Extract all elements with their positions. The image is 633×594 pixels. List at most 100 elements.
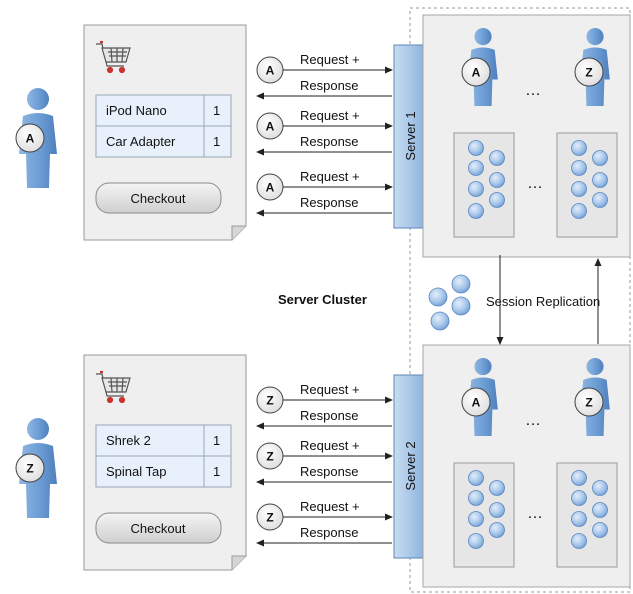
person-head bbox=[27, 418, 49, 440]
item-qty-cell bbox=[203, 455, 232, 488]
session-dot-icon bbox=[571, 160, 587, 176]
shopping-cart-icon bbox=[96, 40, 131, 74]
request-label: Request + bbox=[300, 499, 360, 514]
session-dot-icon bbox=[468, 533, 484, 549]
session-dot-icon bbox=[571, 203, 587, 219]
session-data-box bbox=[556, 132, 618, 238]
request-label: Request + bbox=[300, 438, 360, 453]
user-badge: A bbox=[461, 387, 491, 417]
session-dot-icon bbox=[468, 470, 484, 486]
item-qty-cell bbox=[203, 424, 232, 457]
badge-circle bbox=[15, 123, 45, 153]
session-dot-icon bbox=[592, 522, 608, 538]
session-dots bbox=[468, 140, 505, 219]
checkout-label: Checkout bbox=[131, 191, 186, 206]
badge-letter: A bbox=[266, 180, 275, 194]
cart-basket bbox=[101, 377, 131, 393]
server-label: Server 2 bbox=[403, 441, 418, 490]
cart-wheel bbox=[118, 66, 126, 74]
item-name: Car Adapter bbox=[106, 134, 176, 149]
ellipsis: … bbox=[525, 82, 541, 99]
cart-panel-fold bbox=[231, 555, 246, 570]
cart-grid bbox=[108, 377, 127, 393]
item-name: Spinal Tap bbox=[106, 464, 166, 479]
user-badge: Z bbox=[574, 57, 604, 87]
session-dot-icon bbox=[451, 296, 471, 316]
badge-circle bbox=[574, 387, 604, 417]
item-name-cell bbox=[95, 125, 205, 158]
session-dot-icon bbox=[592, 150, 608, 166]
session-dot-icon bbox=[430, 311, 450, 331]
response-label: Response bbox=[300, 408, 359, 423]
request-label: Request + bbox=[300, 52, 360, 67]
user-badge: A bbox=[256, 112, 284, 140]
session-dots bbox=[571, 140, 608, 219]
session-dot-icon bbox=[592, 192, 608, 208]
user-badge: Z bbox=[256, 503, 284, 531]
badge-circle bbox=[461, 387, 491, 417]
checkout-button-shape bbox=[95, 182, 222, 214]
item-name: iPod Nano bbox=[106, 103, 167, 118]
user-badge: Z bbox=[574, 387, 604, 417]
cart-wheel bbox=[106, 66, 114, 74]
session-dots bbox=[571, 470, 608, 549]
item-qty-cell bbox=[203, 125, 232, 158]
session-dot-icon bbox=[451, 274, 471, 294]
user-badge: A bbox=[256, 56, 284, 84]
session-dot-icon bbox=[571, 511, 587, 527]
replication-session-dots bbox=[428, 274, 471, 331]
badge-letter: A bbox=[26, 131, 35, 145]
session-dot-icon bbox=[592, 502, 608, 518]
session-dot-icon bbox=[468, 203, 484, 219]
item-quantity: 1 bbox=[213, 103, 220, 118]
session-dot-icon bbox=[489, 522, 505, 538]
user-badge: A bbox=[461, 57, 491, 87]
request-label: Request + bbox=[300, 169, 360, 184]
item-quantity: 1 bbox=[213, 464, 220, 479]
session-dots bbox=[468, 470, 505, 549]
person-head bbox=[27, 88, 49, 110]
item-name-cell bbox=[95, 424, 205, 457]
session-dot-icon bbox=[592, 480, 608, 496]
cart-grid bbox=[108, 47, 127, 63]
request-label: Request + bbox=[300, 382, 360, 397]
cluster-boundary bbox=[409, 7, 631, 593]
person-head bbox=[474, 358, 492, 376]
item-name-cell bbox=[95, 455, 205, 488]
session-dot-icon bbox=[468, 160, 484, 176]
cart-basket bbox=[101, 47, 131, 63]
user-badge: Z bbox=[256, 386, 284, 414]
badge-letter: Z bbox=[266, 510, 273, 524]
session-dot-icon bbox=[489, 150, 505, 166]
person-head bbox=[474, 28, 492, 46]
checkout-button[interactable]: Checkout bbox=[95, 512, 222, 544]
request-label: Request + bbox=[300, 108, 360, 123]
replication-label: Session Replication bbox=[486, 294, 600, 309]
item-name: Shrek 2 bbox=[106, 433, 151, 448]
session-data-box bbox=[453, 462, 515, 568]
session-dot-icon bbox=[468, 490, 484, 506]
user-badge: Z bbox=[256, 442, 284, 470]
item-quantity: 1 bbox=[213, 433, 220, 448]
cluster-label: Server Cluster bbox=[278, 292, 367, 307]
session-dot-icon bbox=[489, 172, 505, 188]
session-dot-icon bbox=[428, 287, 448, 307]
badge-letter: Z bbox=[26, 461, 33, 475]
session-dot-icon bbox=[592, 172, 608, 188]
checkout-button[interactable]: Checkout bbox=[95, 182, 222, 214]
session-dot-icon bbox=[571, 470, 587, 486]
badge-letter: Z bbox=[266, 393, 273, 407]
user-badge: A bbox=[15, 123, 45, 153]
badge-circle bbox=[461, 57, 491, 87]
session-dot-icon bbox=[571, 181, 587, 197]
response-label: Response bbox=[300, 134, 359, 149]
session-data-box bbox=[453, 132, 515, 238]
response-label: Response bbox=[300, 525, 359, 540]
server-bar bbox=[393, 44, 428, 229]
badge-circle bbox=[15, 453, 45, 483]
badge-letter: A bbox=[266, 63, 275, 77]
ellipsis: … bbox=[527, 175, 543, 192]
server-bar bbox=[393, 374, 428, 559]
